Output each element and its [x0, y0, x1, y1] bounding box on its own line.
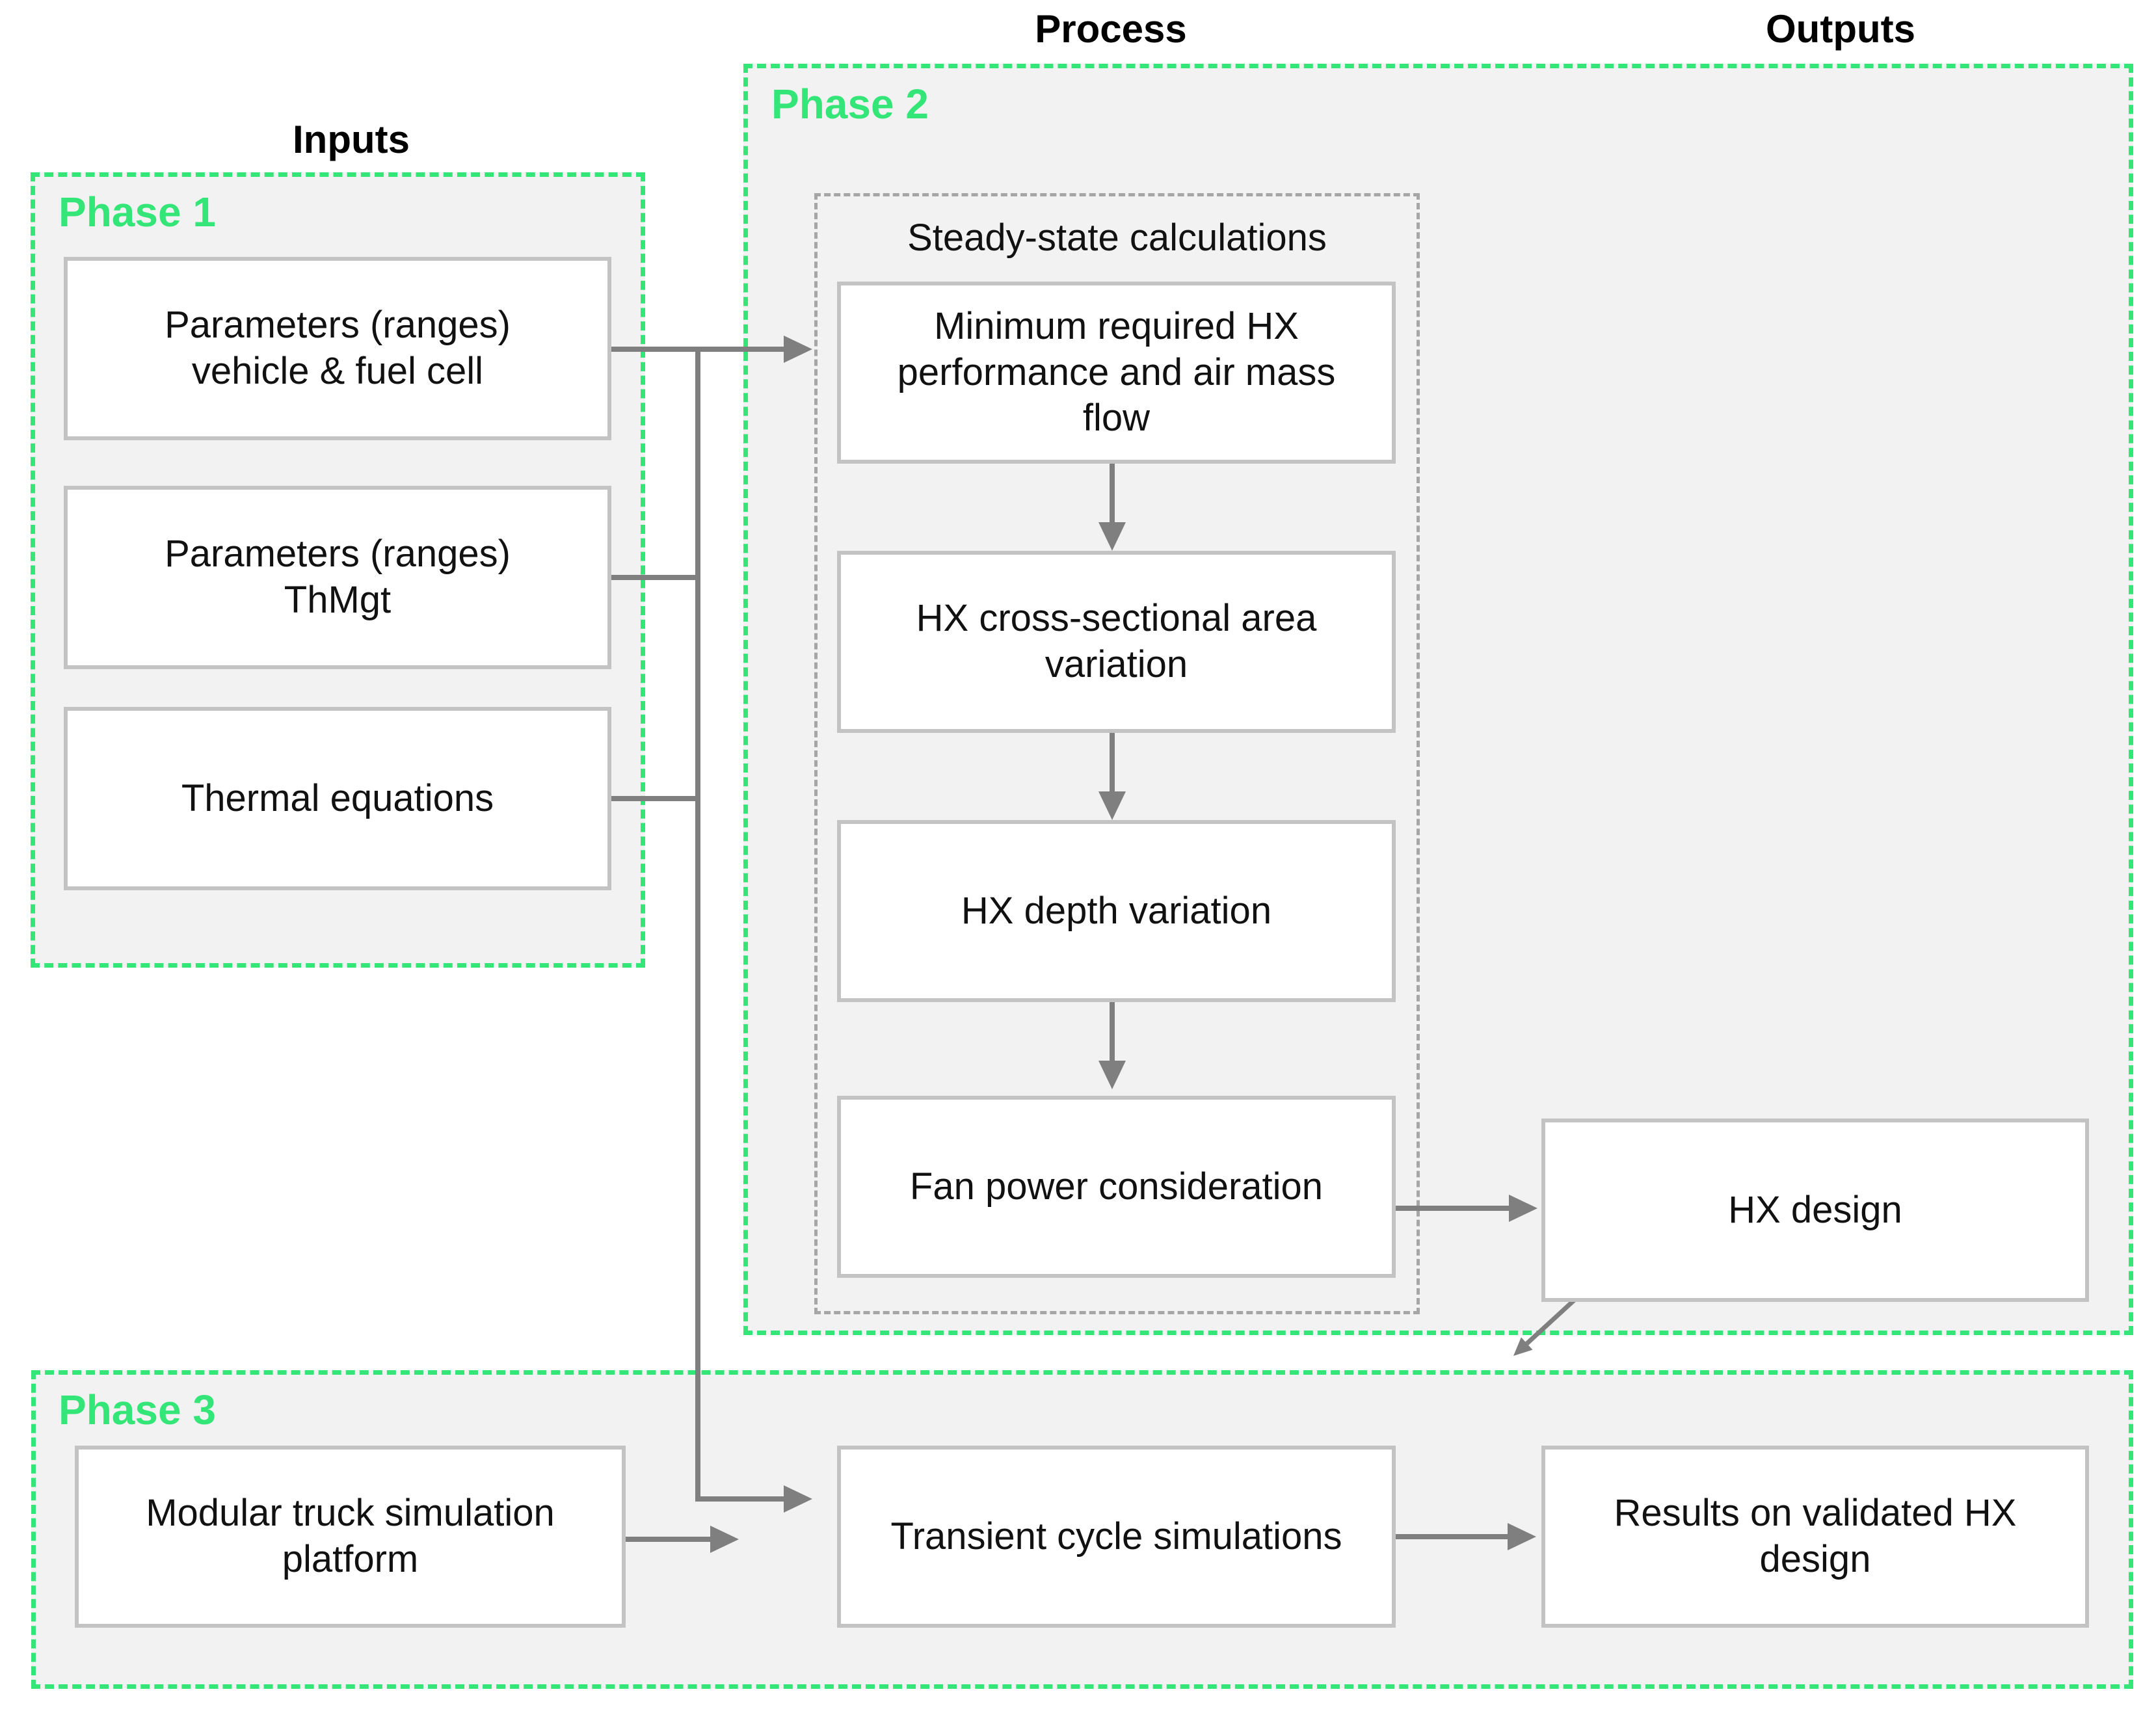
- connector-thermal-equations-line: [611, 796, 700, 801]
- arrow-cross-to-depth-line: [1110, 733, 1115, 793]
- phase2-label: Phase 2: [771, 81, 929, 127]
- steady-state-container: [814, 193, 1420, 1314]
- arrow-depth-to-fan-head: [1098, 1061, 1126, 1089]
- box-hx-design: HX design: [1541, 1119, 2089, 1302]
- arrow-modular-to-transient-line: [626, 1537, 710, 1542]
- phase3-label: Phase 3: [59, 1386, 216, 1433]
- box-results-validated-hx-design: Results on validated HX design: [1541, 1446, 2089, 1628]
- arrow-fan-to-hxdesign-head: [1509, 1195, 1537, 1222]
- column-header-process: Process: [1035, 7, 1187, 51]
- box-parameters-thmgt: Parameters (ranges) ThMgt: [64, 486, 611, 669]
- box-modular-truck-simulation: Modular truck simulation platform: [75, 1446, 626, 1628]
- box-hx-depth-variation: HX depth variation: [837, 820, 1396, 1002]
- arrow-inputs-to-transient: [784, 1485, 812, 1513]
- connector-trunk-vertical: [695, 347, 700, 1502]
- arrow-fan-to-hxdesign-line: [1396, 1206, 1509, 1211]
- arrow-hxdesign-to-phase3: [1513, 1297, 1578, 1356]
- arrow-depth-to-fan-line: [1110, 1002, 1115, 1062]
- arrow-min-to-cross-line: [1110, 464, 1115, 523]
- arrow-modular-to-transient-head: [710, 1526, 739, 1553]
- box-hx-cross-sectional-area: HX cross-sectional area variation: [837, 551, 1396, 733]
- box-minimum-required-hx: Minimum required HX performance and air …: [837, 282, 1396, 464]
- phase1-label: Phase 1: [59, 189, 216, 235]
- box-parameters-vehicle-fuel-cell: Parameters (ranges) vehicle & fuel cell: [64, 257, 611, 440]
- arrow-transient-to-results-line: [1396, 1534, 1508, 1539]
- arrow-inputs-to-steady-state: [784, 336, 812, 363]
- column-header-inputs: Inputs: [293, 118, 410, 161]
- box-fan-power-consideration: Fan power consideration: [837, 1096, 1396, 1278]
- steady-state-title: Steady-state calculations: [907, 217, 1327, 259]
- box-thermal-equations: Thermal equations: [64, 707, 611, 890]
- box-transient-cycle-simulations: Transient cycle simulations: [837, 1446, 1396, 1628]
- connector-trunk-bottom-line: [698, 1496, 784, 1502]
- arrow-transient-to-results-head: [1508, 1523, 1536, 1550]
- column-header-outputs: Outputs: [1766, 7, 1915, 51]
- arrow-cross-to-depth-head: [1098, 791, 1126, 820]
- arrow-min-to-cross-head: [1098, 522, 1126, 551]
- connector-params-thmgt-line: [611, 575, 700, 580]
